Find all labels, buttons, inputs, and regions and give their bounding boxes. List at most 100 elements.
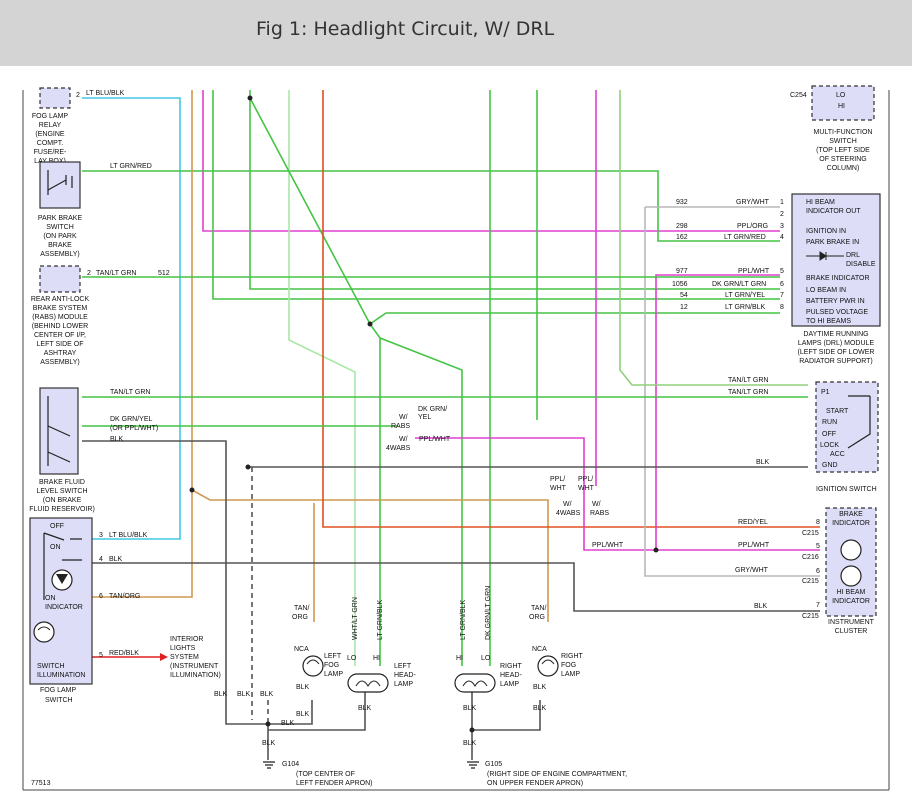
svg-text:C215: C215	[802, 578, 819, 585]
switch-illumination-label: SWITCH	[37, 663, 65, 670]
park-brake-switch-label: PARK BRAKE SWITCH (ON PARK BRAKE ASSEMBL…	[38, 215, 83, 258]
svg-text:TAN/ORG: TAN/ORG	[109, 593, 140, 600]
bulb-filament-icon	[37, 626, 51, 631]
svg-text:ORG: ORG	[292, 614, 308, 621]
drl-module-label: DAYTIME RUNNING LAMPS (DRL) MODULE (LEFT…	[798, 331, 875, 365]
wire-lt-grn-red	[82, 170, 780, 242]
svg-text:12: 12	[680, 304, 688, 311]
svg-text:162: 162	[676, 234, 688, 241]
splice-dots	[189, 95, 659, 733]
svg-text:HI BEAM: HI BEAM	[837, 589, 866, 596]
svg-text:8: 8	[780, 304, 784, 311]
svg-text:LT GRN/RED: LT GRN/RED	[724, 234, 766, 241]
svg-text:INDICATOR: INDICATOR	[45, 604, 83, 611]
svg-text:HI: HI	[838, 103, 845, 110]
header-bar: Fig 1: Headlight Circuit, W/ DRL	[0, 0, 912, 66]
svg-text:TAN/LT GRN: TAN/LT GRN	[728, 389, 768, 396]
svg-text:5: 5	[816, 543, 820, 550]
svg-text:PPL/WHT: PPL/WHT	[738, 268, 770, 275]
svg-text:RABS: RABS	[590, 510, 609, 517]
svg-text:BRAKE: BRAKE	[839, 511, 863, 518]
svg-text:IGNITION IN: IGNITION IN	[806, 228, 846, 235]
pin-number: 2	[76, 92, 80, 99]
svg-text:RUN: RUN	[822, 419, 837, 426]
svg-text:TO HI BEAMS: TO HI BEAMS	[806, 318, 851, 325]
svg-text:BLK: BLK	[109, 556, 123, 563]
svg-text:(ENGINE: (ENGINE	[35, 131, 65, 138]
svg-text:YEL: YEL	[418, 414, 431, 421]
svg-text:BRAKE SYSTEM: BRAKE SYSTEM	[33, 305, 88, 312]
fog-lamp-relay-label: FOG LAMP RELAY (ENGINE COMPT. FUSE/RE- L…	[32, 113, 69, 165]
svg-text:LO: LO	[836, 92, 846, 99]
svg-text:LT GRN/BLK: LT GRN/BLK	[460, 599, 467, 640]
right-headlamp-filament-icon	[462, 680, 488, 687]
svg-text:LT GRN/BLK: LT GRN/BLK	[377, 599, 384, 640]
wire-blk-brake-fluid	[82, 440, 268, 725]
fog-switch-contacts-icon	[43, 532, 82, 600]
wire-label-lt-grn-red: LT GRN/RED	[110, 163, 152, 170]
drl-diode-icon	[806, 251, 844, 261]
wire-label-tan-lt-grn-2: TAN/LT GRN	[110, 389, 150, 396]
wire-group	[82, 90, 820, 760]
svg-text:HI: HI	[373, 655, 380, 662]
fog-switch-on: ON	[50, 544, 61, 551]
right-fog-lamp-icon	[537, 655, 559, 677]
interior-lights-label: INTERIOR LIGHTS SYSTEM (INSTRUMENT ILLUM…	[170, 636, 221, 679]
svg-text:BLK: BLK	[533, 684, 547, 691]
svg-text:BLK: BLK	[296, 684, 310, 691]
svg-text:FOG: FOG	[324, 662, 339, 669]
svg-text:FUSE/RE-: FUSE/RE-	[34, 149, 67, 156]
right-fog-filament-icon	[541, 659, 555, 665]
svg-text:PARK BRAKE: PARK BRAKE	[38, 215, 83, 222]
svg-text:(LEFT SIDE OF LOWER: (LEFT SIDE OF LOWER	[798, 349, 875, 356]
wire-blk-left-head	[268, 690, 366, 731]
svg-text:INSTRUMENT: INSTRUMENT	[828, 619, 875, 626]
park-brake-switch-icon	[47, 170, 73, 195]
figure-title: Fig 1: Headlight Circuit, W/ DRL	[256, 18, 555, 40]
left-fog-lamp-label: LEFT FOG LAMP	[324, 653, 343, 678]
svg-text:C215: C215	[802, 530, 819, 537]
svg-text:START: START	[826, 408, 849, 415]
svg-text:(BEHIND LOWER: (BEHIND LOWER	[32, 323, 88, 330]
svg-text:NCA: NCA	[532, 646, 547, 653]
svg-text:(ON PARK: (ON PARK	[43, 233, 77, 240]
svg-text:WHT/LT GRN: WHT/LT GRN	[352, 597, 359, 640]
svg-text:COLUMN): COLUMN)	[827, 165, 860, 172]
svg-text:CLUSTER: CLUSTER	[835, 628, 868, 635]
wire-green-462	[379, 337, 463, 666]
svg-text:LEFT FENDER APRON): LEFT FENDER APRON)	[296, 780, 373, 787]
svg-text:W/: W/	[399, 414, 408, 421]
svg-text:ASSEMBLY): ASSEMBLY)	[40, 251, 80, 258]
svg-text:1056: 1056	[672, 281, 688, 288]
wire-green-diag	[249, 97, 381, 666]
svg-text:SWITCH: SWITCH	[829, 138, 857, 145]
svg-text:LT GRN/YEL: LT GRN/YEL	[725, 292, 765, 299]
rabs-module-box	[39, 265, 81, 293]
wire-lt-blu-blk	[82, 97, 181, 540]
wire-tan-org-branch	[191, 489, 549, 622]
wire-gry-wht	[644, 206, 820, 577]
on-indicator-label: ON	[45, 595, 56, 602]
svg-text:(RABS) MODULE: (RABS) MODULE	[32, 314, 88, 321]
circuit-512: 512	[158, 270, 170, 277]
svg-text:ILLUMINATION): ILLUMINATION)	[170, 672, 221, 679]
svg-text:RED/BLK: RED/BLK	[109, 650, 139, 657]
svg-text:RELAY: RELAY	[39, 122, 62, 129]
svg-text:8: 8	[816, 519, 820, 526]
svg-text:4WABS: 4WABS	[556, 510, 581, 517]
multifunction-switch-box	[811, 85, 875, 121]
wire-label-tan-lt-grn: TAN/LT GRN	[96, 270, 136, 277]
led-icon	[56, 574, 68, 584]
svg-text:MULTI-FUNCTION: MULTI-FUNCTION	[814, 129, 873, 136]
left-fog-filament-icon	[306, 659, 320, 665]
fog-lamp-switch-name: FOG LAMP	[40, 687, 77, 694]
svg-text:BLK: BLK	[296, 711, 310, 718]
svg-text:OF STEERING: OF STEERING	[819, 156, 866, 163]
svg-text:4WABS: 4WABS	[386, 445, 411, 452]
svg-text:W/: W/	[592, 501, 601, 508]
lamp-wire-labels: TAN/ ORG TAN/ ORG NCA NCA BLK BLK BLK BL…	[214, 605, 547, 747]
svg-text:DK GRN/LT GRN: DK GRN/LT GRN	[485, 586, 492, 640]
wire-lt-grn-yel	[212, 90, 780, 300]
mid-splice-labels: DK GRN/ YEL W/ RABS W/ 4WABS PPL/WHT PPL…	[386, 406, 609, 517]
svg-text:INTERIOR: INTERIOR	[170, 636, 203, 643]
